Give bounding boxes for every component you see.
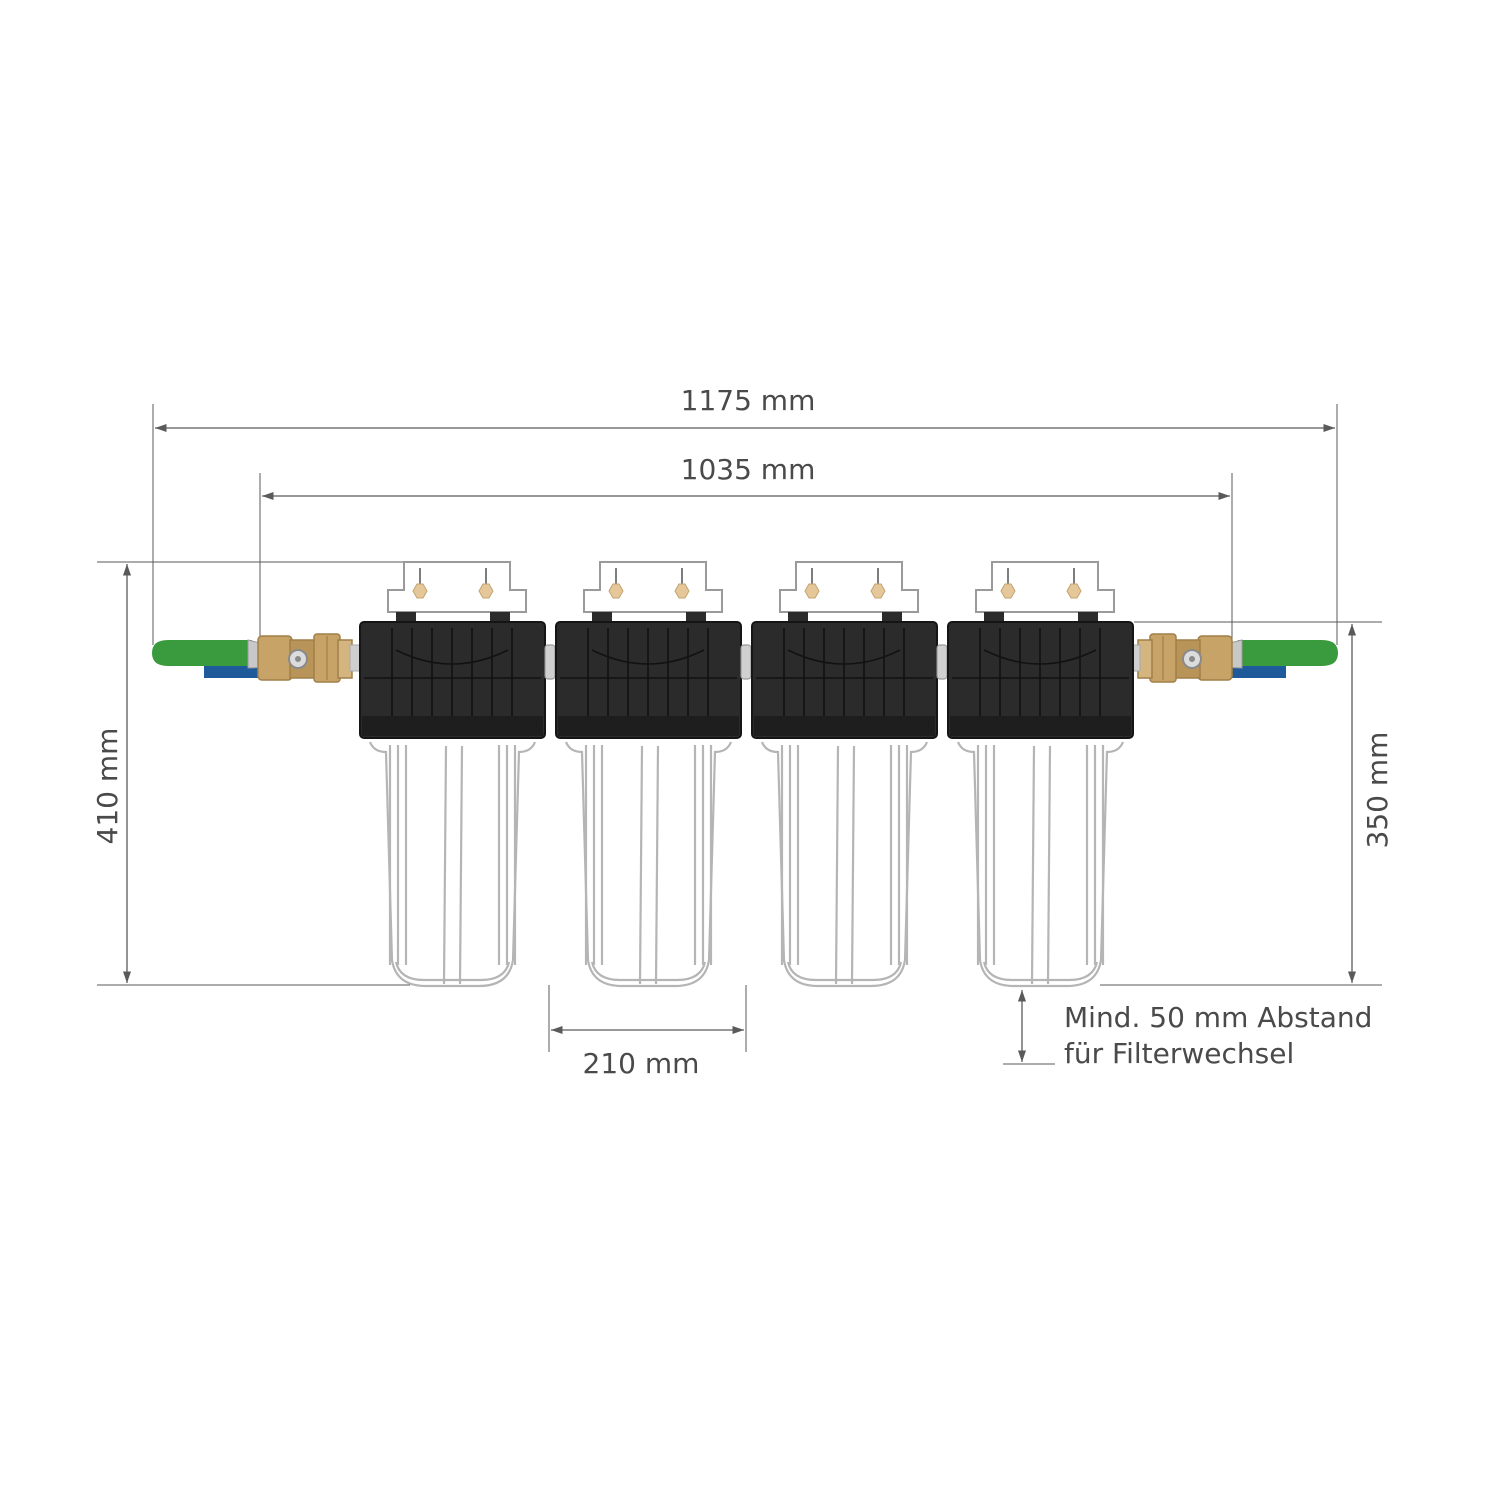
- filter-bowl-icon: [956, 741, 1125, 988]
- dimension-label-total-height: 410 mm: [91, 728, 124, 845]
- dimension-label-housing-height: 350 mm: [1361, 732, 1394, 849]
- clearance-note-line2: für Filterwechsel: [1064, 1037, 1294, 1070]
- filter-housing-icon: [751, 561, 938, 988]
- dimension-pipe-length: 1035 mm: [259, 453, 1233, 640]
- ball-valve-icon: [1127, 633, 1338, 683]
- pipe-connector-icon: [544, 644, 556, 680]
- dimension-label-pipe-length: 1035 mm: [681, 453, 816, 486]
- filter-bowl-icon: [564, 741, 733, 988]
- wall-bracket-icon: [779, 561, 919, 613]
- clearance-note: Mind. 50 mm Abstand für Filterwechsel: [1003, 990, 1372, 1070]
- dimension-label-total-length: 1175 mm: [681, 384, 816, 417]
- dimension-total-height: 410 mm: [91, 561, 410, 986]
- wall-bracket-icon: [387, 561, 527, 613]
- ball-valve-icon: [152, 633, 363, 683]
- dimension-filter-spacing: 210 mm: [548, 985, 747, 1080]
- pipe-connector-icon: [936, 644, 948, 680]
- filter-housing-icon: [555, 561, 742, 988]
- filter-head-icon: [947, 612, 1134, 739]
- wall-bracket-icon: [975, 561, 1115, 613]
- filter-head-icon: [555, 612, 742, 739]
- dimension-label-filter-spacing: 210 mm: [583, 1047, 700, 1080]
- filter-head-icon: [751, 612, 938, 739]
- filter-head-icon: [359, 612, 546, 739]
- pipe-connector-icon: [740, 644, 752, 680]
- filter-housing-icon: [359, 561, 546, 988]
- dimension-housing-height: 350 mm: [1100, 621, 1394, 986]
- wall-bracket-icon: [583, 561, 723, 613]
- clearance-note-line1: Mind. 50 mm Abstand: [1064, 1001, 1372, 1034]
- dimension-total-length: 1175 mm: [152, 384, 1338, 645]
- filter-bowl-icon: [760, 741, 929, 988]
- filter-bowl-icon: [368, 741, 537, 988]
- filter-units: [359, 561, 1134, 988]
- filter-housing-icon: [947, 561, 1134, 988]
